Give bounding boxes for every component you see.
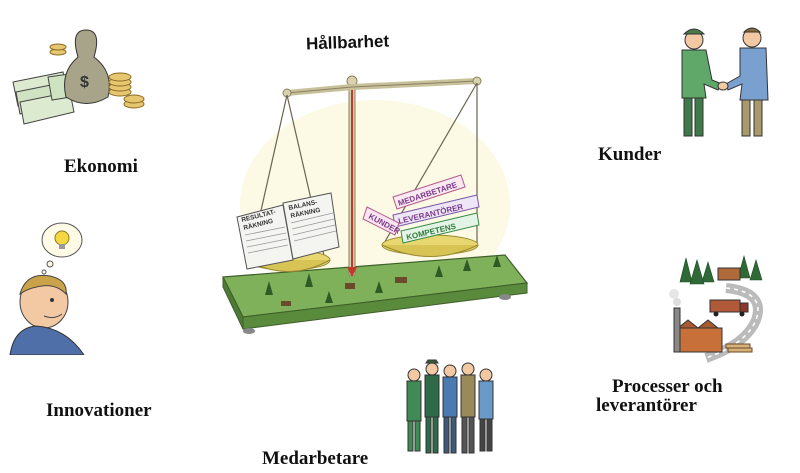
balance-scale-icon: RESULTAT- RÄKNING BALANS- RÄKNING MEDARB… bbox=[222, 75, 529, 334]
income-statement-document: RESULTAT- RÄKNING bbox=[236, 204, 294, 270]
idea-person-icon bbox=[9, 222, 85, 355]
handshake-icon bbox=[681, 27, 769, 137]
svg-text:$: $ bbox=[80, 74, 89, 91]
label-ekonomi: Ekonomi bbox=[64, 156, 138, 177]
label-medarbetare: Medarbetare bbox=[262, 448, 369, 469]
label-kunder: Kunder bbox=[598, 144, 662, 165]
balance-sheet-document: BALANS- RÄKNING bbox=[282, 192, 340, 260]
label-processer-line2: leverantörer bbox=[596, 395, 697, 416]
label-innovationer: Innovationer bbox=[46, 400, 152, 421]
group-of-people-icon bbox=[406, 359, 494, 454]
money-icon: $ bbox=[12, 29, 145, 125]
factory-icon bbox=[669, 254, 763, 363]
diagram-title: Hållbarhet bbox=[305, 31, 390, 54]
label-processer-line1: Processer och bbox=[612, 376, 723, 397]
